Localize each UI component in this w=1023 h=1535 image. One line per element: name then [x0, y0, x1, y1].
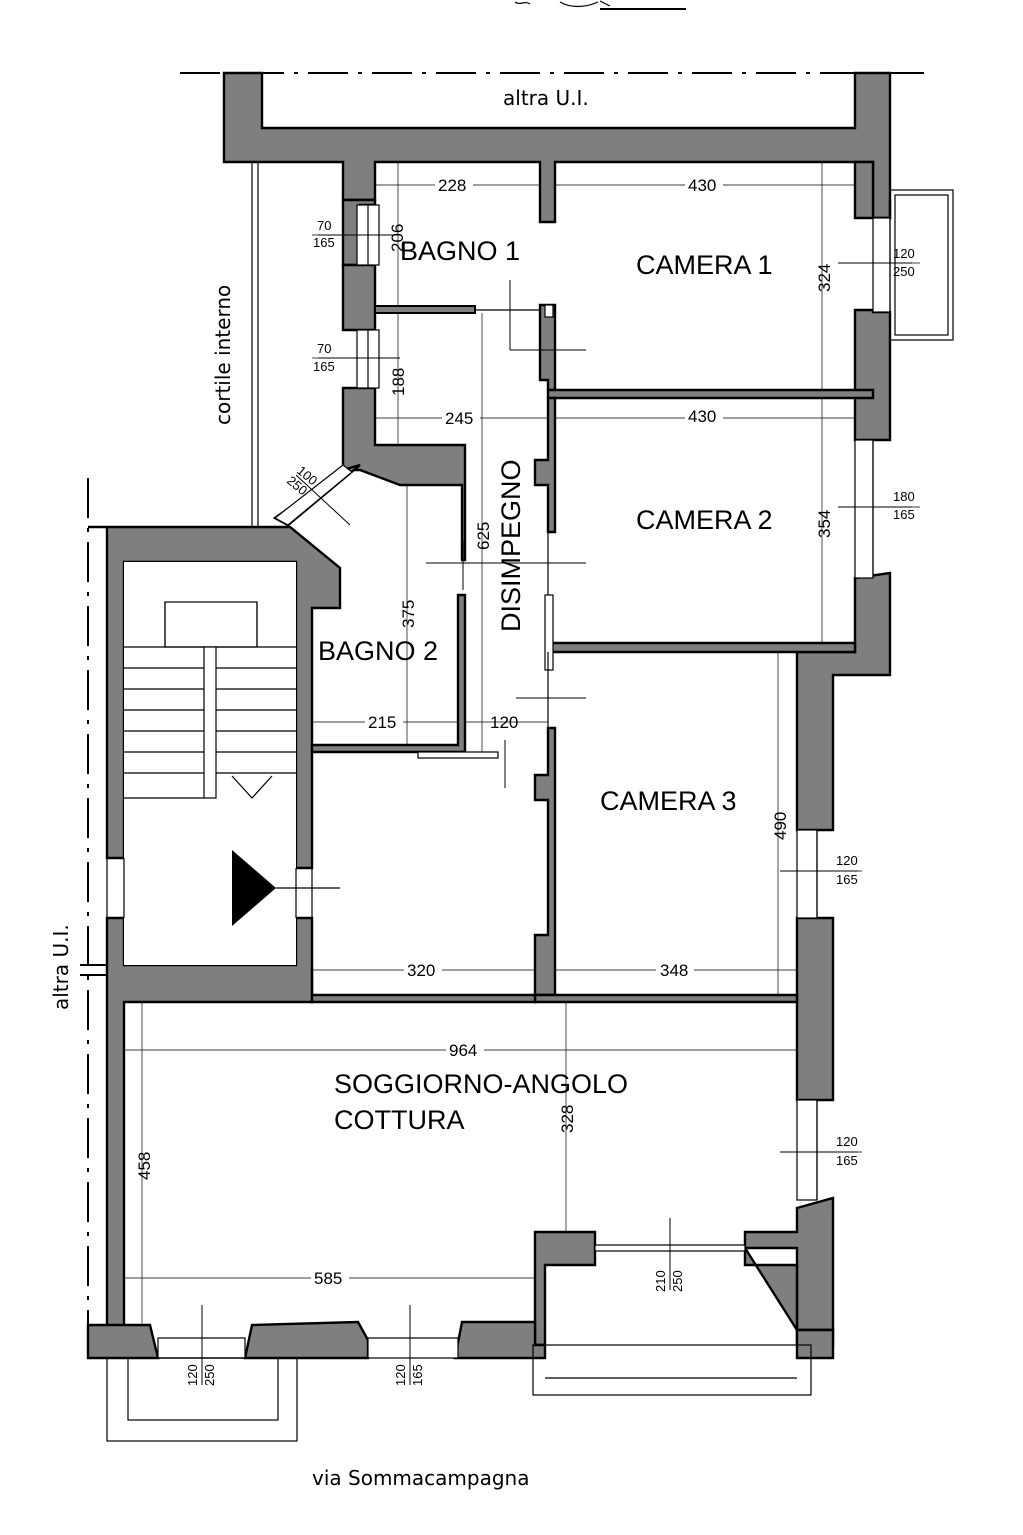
dim-camera2-w: 430 [688, 407, 716, 426]
dimension-labels: 228 430 206 324 245 430 188 354 625 375 … [135, 176, 834, 1288]
staircase [106, 562, 313, 965]
room-label-disimpegno: DISIMPEGNO [496, 459, 526, 632]
wall-bottom [86, 1323, 160, 1360]
label-street: via Sommacampagna [312, 1466, 529, 1490]
opening-fraction-bars [312, 234, 920, 1153]
entrance-arrow-icon [232, 850, 276, 926]
win-balcony-door-w: 210 [653, 1270, 668, 1292]
wall-bagno1-bottom [374, 305, 476, 314]
win-bagno1-h: 165 [313, 235, 335, 250]
dim-camera3-w: 348 [660, 961, 688, 980]
wall-right-c2 [795, 571, 892, 832]
dim-living-w: 964 [449, 1041, 477, 1060]
wall-camera3-bottom [533, 993, 799, 1004]
dim-disimpegno-len: 625 [474, 522, 493, 550]
win-bottom-left-h: 250 [202, 1364, 217, 1386]
dim-camera1-w: 430 [688, 176, 716, 195]
dim-entry-w: 320 [407, 961, 435, 980]
wall-bay [533, 1230, 597, 1347]
win-bottom-mid-w: 120 [393, 1364, 408, 1386]
doors [417, 304, 554, 759]
room-label-soggiorno-2: COTTURA [334, 1105, 465, 1135]
dim-living-h: 458 [135, 1152, 154, 1180]
win-corridor-w: 70 [317, 341, 331, 356]
left-party-wall-marks [80, 964, 107, 976]
label-top-neighbor: altra U.I. [503, 86, 589, 110]
label-left-neighbor: altra U.I. [49, 924, 73, 1010]
win-living-right-h: 165 [836, 1153, 858, 1168]
win-living-right-w: 120 [836, 1134, 858, 1149]
win-camera1-h: 250 [893, 264, 915, 279]
cropped-title-fragment [514, 0, 686, 10]
win-camera2-h: 165 [893, 507, 915, 522]
wall-right-c1-top [853, 160, 875, 220]
room-label-camera2: CAMERA 2 [636, 505, 773, 535]
wall-spine-c3 [533, 726, 557, 997]
wall-bottom-far-right [795, 1328, 835, 1360]
win-corridor-h: 165 [313, 359, 335, 374]
win-camera2-w: 180 [893, 489, 915, 504]
dim-bagno2-h: 375 [399, 600, 418, 628]
wall-right-living-lower [743, 1196, 835, 1332]
win-camera3-h: 165 [836, 872, 858, 887]
wall-camera2-bottom [546, 641, 857, 654]
courtyard-edges [251, 163, 259, 528]
room-label-camera1: CAMERA 1 [636, 250, 773, 280]
wall-bagno1-left-lower [341, 263, 377, 332]
dim-corridor-h: 188 [389, 368, 408, 396]
wall-bagno2 [310, 593, 467, 754]
dim-passage-w: 120 [490, 713, 518, 732]
room-label-camera3: CAMERA 3 [600, 786, 737, 816]
wall-stair-lower [105, 916, 314, 1332]
dim-bagno1-w: 228 [438, 176, 466, 195]
room-label-soggiorno-1: SOGGIORNO-ANGOLO [334, 1069, 628, 1099]
dim-corridor-w: 245 [445, 409, 473, 428]
dim-camera1-h: 324 [815, 264, 834, 292]
win-camera1-w: 120 [893, 246, 915, 261]
dim-living-depth: 328 [558, 1105, 577, 1133]
wall-spine-top [538, 303, 557, 392]
wall-spine-c2 [533, 396, 557, 534]
dim-camera2-h: 354 [815, 510, 834, 538]
label-courtyard: cortile interno [211, 285, 235, 425]
wall-bottom-right [453, 1320, 547, 1360]
wall-bottom-mid [243, 1320, 370, 1360]
dim-bagno2-w: 215 [368, 713, 396, 732]
wall-camera1-bottom [546, 388, 875, 400]
room-label-bagno1: BAGNO 1 [400, 236, 520, 266]
win-bottom-left-w: 120 [185, 1364, 200, 1386]
wall-right-c3-lower [795, 916, 835, 1102]
wall-right-c1-lower [853, 308, 892, 442]
dim-camera3-h: 490 [771, 812, 790, 840]
dim-bagno1-h: 206 [388, 224, 407, 252]
win-camera3-w: 120 [836, 853, 858, 868]
wall-living-top-left [310, 968, 537, 1004]
room-label-bagno2: BAGNO 2 [318, 636, 438, 666]
win-bagno1-w: 70 [317, 218, 331, 233]
win-balcony-door-h: 250 [670, 1270, 685, 1292]
opening-labels: 70 165 70 165 120 250 180 165 120 165 12… [185, 218, 915, 1386]
win-bottom-mid-h: 165 [410, 1364, 425, 1386]
dim-living-lower-w: 585 [314, 1269, 342, 1288]
